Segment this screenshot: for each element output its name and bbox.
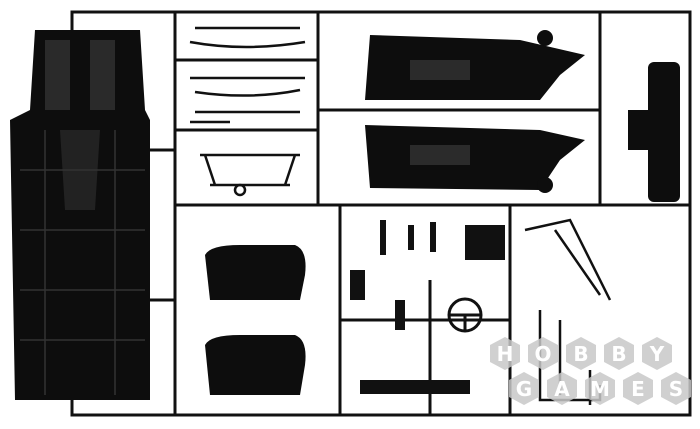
watermark-letter: Y <box>649 342 665 366</box>
small-parts-top-left <box>189 26 306 197</box>
watermark-letter: G <box>516 377 532 401</box>
watermark-letter: B <box>611 342 626 366</box>
mudguard-lower <box>365 125 585 190</box>
small-parts-center <box>350 220 505 394</box>
watermark-letter: O <box>534 342 551 366</box>
hobby-games-watermark: H O B B Y G A M E S <box>490 337 691 405</box>
watermark-letter: M <box>590 377 610 401</box>
watermark-letter: H <box>497 342 514 366</box>
chassis-part <box>10 30 150 400</box>
steering-wheel-part <box>447 297 483 333</box>
spare-wheel-part <box>628 62 680 202</box>
watermark-letter: A <box>554 377 570 401</box>
mudguard-parts <box>365 30 585 193</box>
watermark-letter: B <box>573 342 588 366</box>
seat-upper <box>205 245 306 300</box>
seat-lower <box>205 335 306 395</box>
seat-parts <box>205 245 306 395</box>
mudguard-upper <box>365 35 585 100</box>
watermark-letter: E <box>631 377 645 401</box>
watermark-letter: S <box>669 377 683 401</box>
